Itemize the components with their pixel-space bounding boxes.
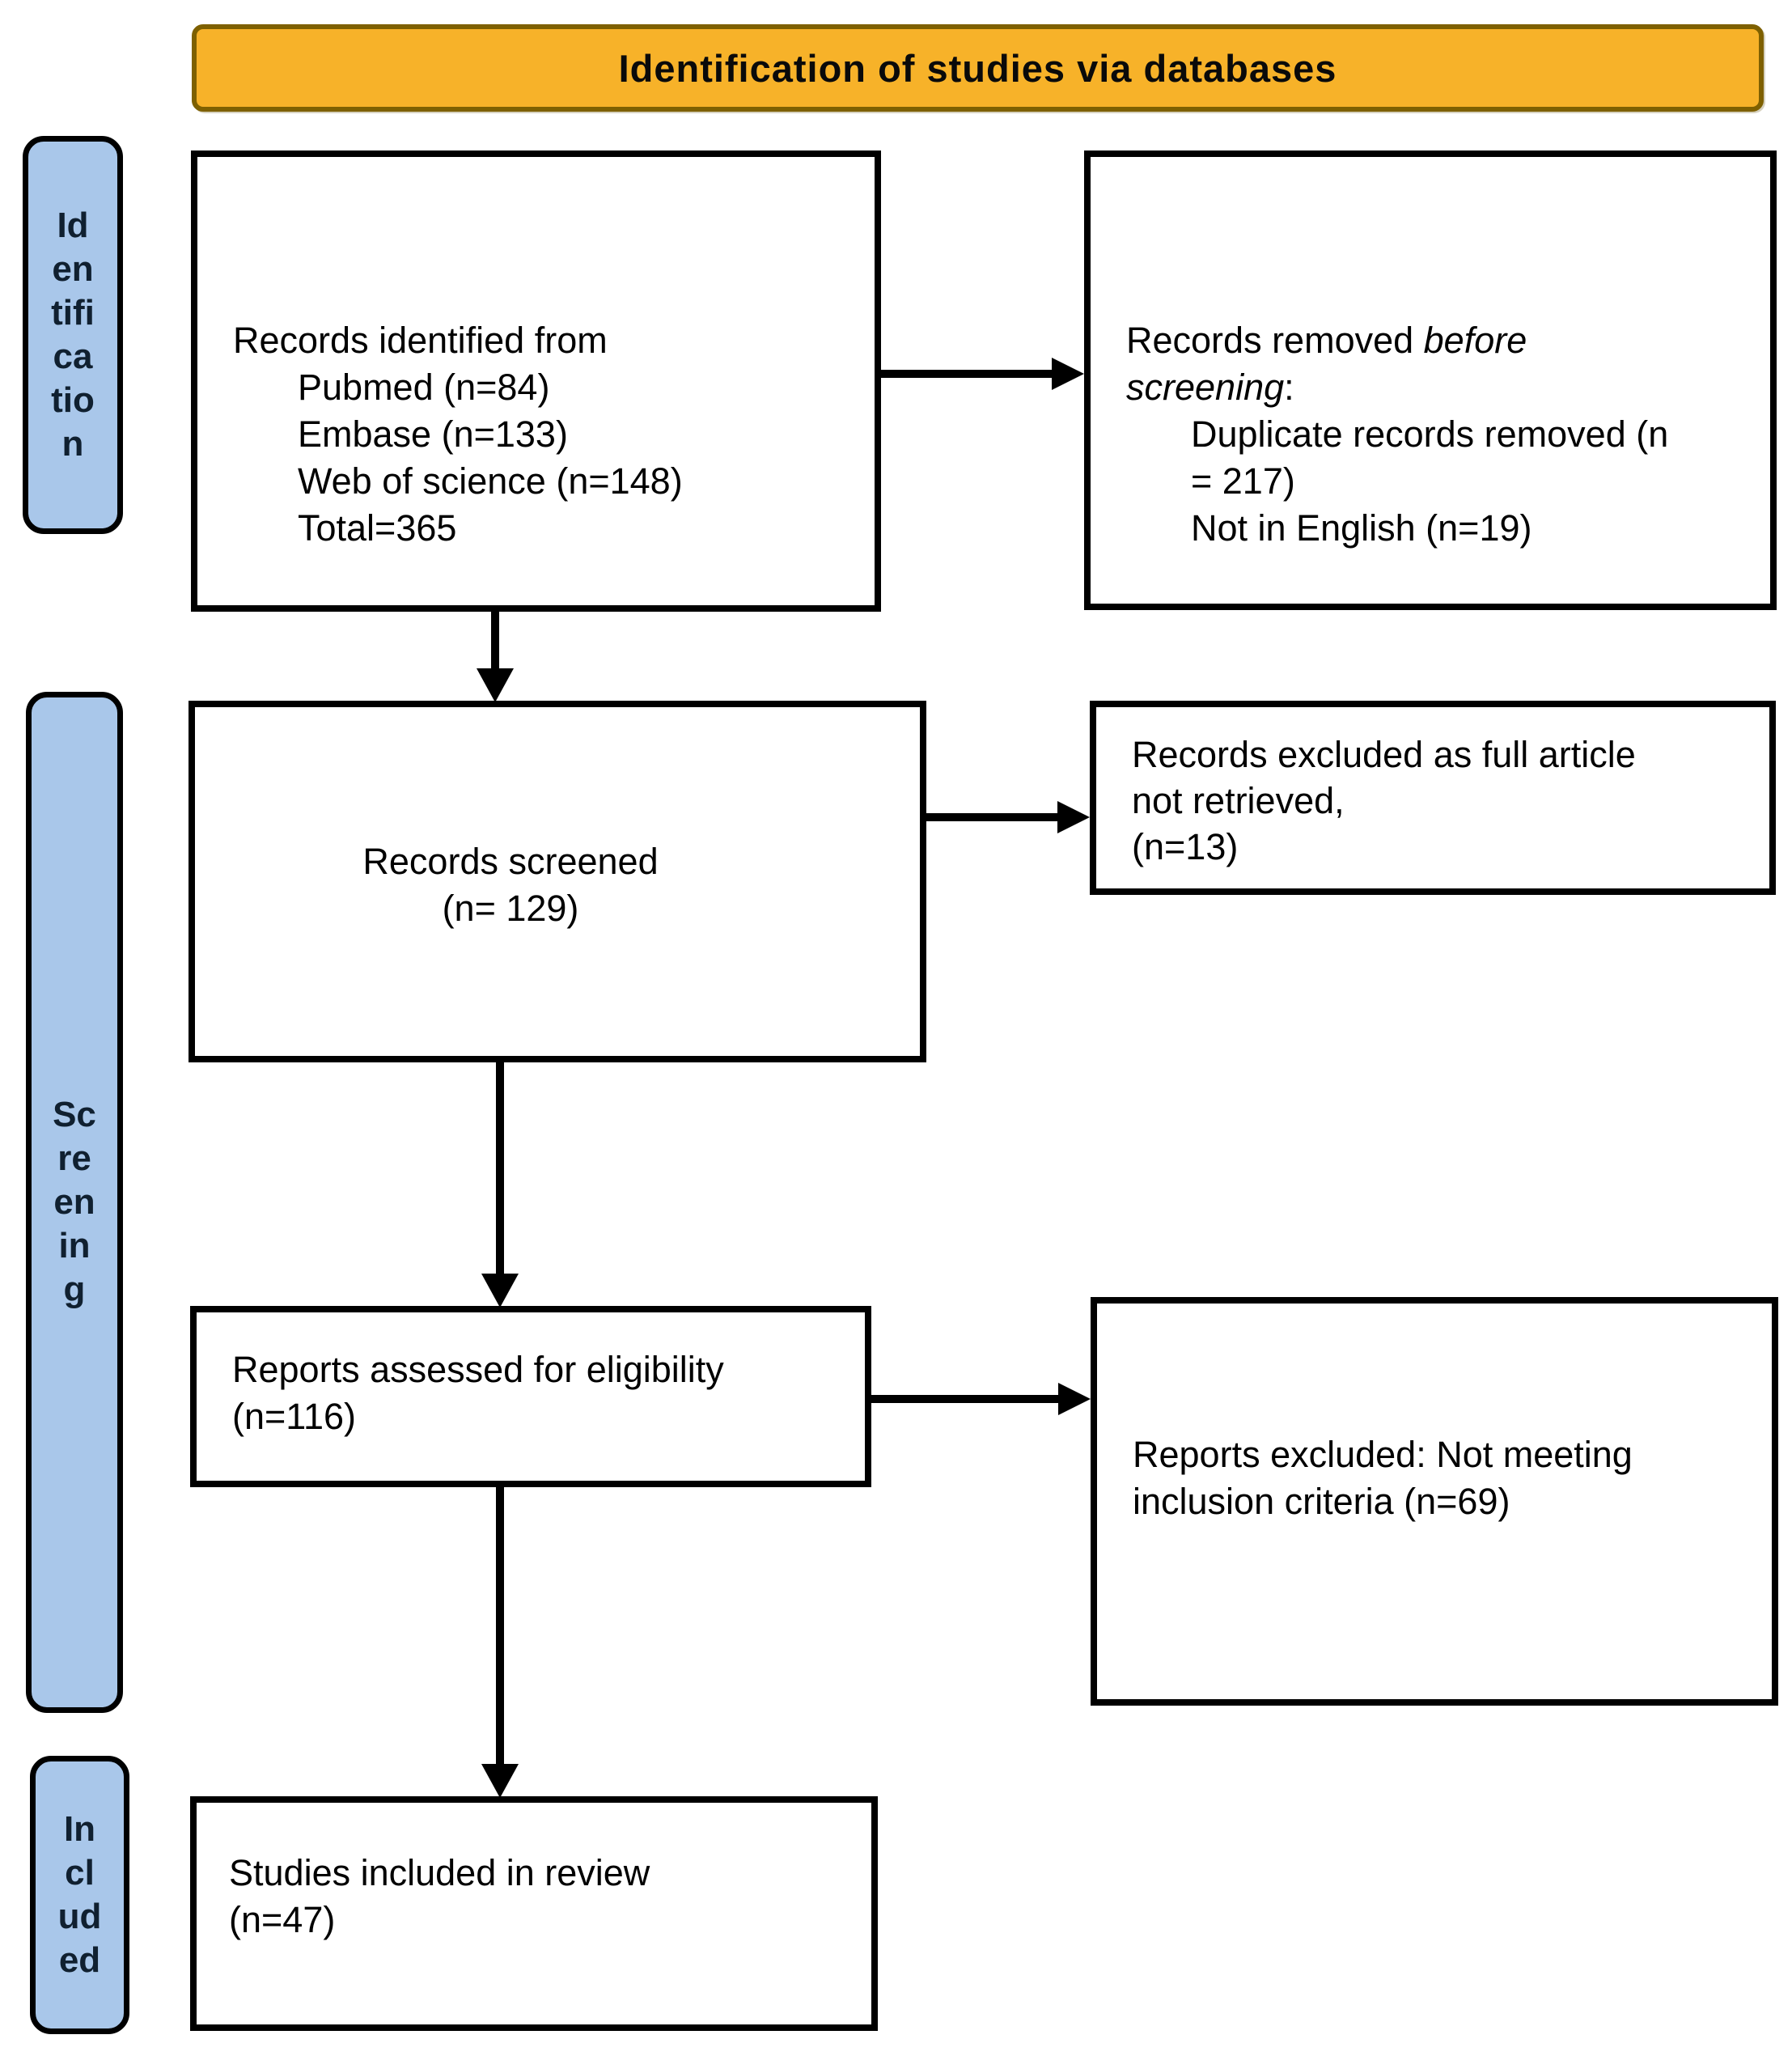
box-reports-assessed: Reports assessed for eligibility (n=116) — [190, 1306, 871, 1487]
box-text-line: Records identified from — [233, 320, 608, 361]
box-text-line: Records excluded as full article — [1132, 734, 1636, 775]
arrow-shaft — [491, 612, 499, 668]
box-text-line: Total=365 — [298, 507, 457, 549]
stage-label-line: ca — [53, 337, 93, 376]
stage-bar-identification: Id en tifi ca tio n — [23, 136, 123, 534]
arrow-shaft — [871, 1395, 1058, 1403]
box-records-screened: Records screened (n= 129) — [189, 701, 926, 1062]
arrow-down-head-icon — [481, 1274, 519, 1308]
box-text-line: Not in English (n=19) — [1191, 507, 1532, 549]
box-text-line: (n= 129) — [442, 888, 579, 929]
stage-label-line: Sc — [53, 1095, 96, 1134]
box-text-line: Studies included in review — [229, 1852, 650, 1893]
arrow-down-identified-to-screened — [477, 612, 514, 702]
box-text-line: (n=47) — [229, 1899, 336, 1940]
arrow-down-head-icon — [481, 1764, 519, 1798]
box-records-removed: Records removed before screening: Duplic… — [1084, 150, 1777, 610]
arrow-right-head-icon — [1052, 358, 1084, 390]
stage-label-line: g — [63, 1270, 86, 1309]
stage-label-line: en — [53, 1182, 95, 1222]
text-segment: : — [1284, 367, 1294, 408]
centered-text-block: Records screened (n= 129) — [227, 838, 794, 932]
box-text-line: Reports assessed for eligibility — [232, 1349, 724, 1390]
box-text-line: = 217) — [1191, 460, 1295, 502]
stage-label-line: ud — [57, 1897, 102, 1936]
box-records-excluded-not-retrieved: Records excluded as full article not ret… — [1090, 701, 1776, 895]
arrow-right-head-icon — [1057, 801, 1090, 833]
box-text-line: Reports excluded: Not meeting — [1133, 1434, 1633, 1475]
box-text-line: Records removed before — [1126, 317, 1757, 364]
box-text-line: Embase (n=133) — [298, 413, 568, 455]
arrow-right-screened-to-excluded — [926, 801, 1090, 833]
stage-bar-screening: Sc re en in g — [26, 692, 123, 1713]
box-text-line: (n=13) — [1132, 826, 1239, 867]
arrow-down-head-icon — [477, 668, 514, 702]
stage-label-line: re — [57, 1138, 91, 1178]
header-banner: Identification of studies via databases — [192, 24, 1764, 112]
stage-label-line: tifi — [51, 293, 95, 333]
arrow-shaft — [496, 1062, 504, 1274]
stage-label-line: tio — [51, 380, 95, 420]
box-text-line: Web of science (n=148) — [298, 460, 683, 502]
text-segment: Records removed — [1126, 320, 1424, 361]
box-text-line: Records screened — [362, 841, 659, 882]
box-text-line: Duplicate records removed (n — [1191, 413, 1669, 455]
stage-label-line: In — [63, 1809, 96, 1849]
text-segment-italic: screening — [1126, 367, 1285, 408]
box-text-line: screening: — [1126, 364, 1757, 411]
arrow-down-assessed-to-included — [481, 1487, 519, 1798]
arrow-shaft — [926, 813, 1057, 821]
header-title: Identification of studies via databases — [618, 46, 1337, 90]
arrow-shaft — [881, 370, 1052, 378]
box-text-line: inclusion criteria (n=69) — [1133, 1481, 1510, 1522]
arrow-down-screened-to-assessed — [481, 1062, 519, 1308]
stage-label-line: in — [58, 1226, 91, 1265]
stage-label-line: cl — [65, 1853, 95, 1893]
stage-label-line: ed — [58, 1940, 101, 1980]
stage-label-line: en — [52, 249, 94, 289]
box-reports-excluded: Reports excluded: Not meeting inclusion … — [1091, 1297, 1778, 1706]
text-segment-italic: before — [1423, 320, 1527, 361]
box-records-identified: Records identified from Pubmed (n=84) Em… — [191, 150, 881, 612]
arrow-right-assessed-to-excluded — [871, 1383, 1091, 1415]
arrow-shaft — [496, 1487, 504, 1764]
box-text-line: (n=116) — [232, 1396, 357, 1437]
box-text-line: Pubmed (n=84) — [298, 367, 550, 408]
stage-bar-included: In cl ud ed — [30, 1756, 129, 2034]
box-studies-included: Studies included in review (n=47) — [190, 1796, 878, 2031]
stage-label-line: n — [61, 424, 84, 464]
arrow-right-identified-to-removed — [881, 358, 1084, 390]
box-text-line: not retrieved, — [1132, 780, 1345, 821]
stage-label-line: Id — [57, 206, 89, 245]
arrow-right-head-icon — [1058, 1383, 1091, 1415]
